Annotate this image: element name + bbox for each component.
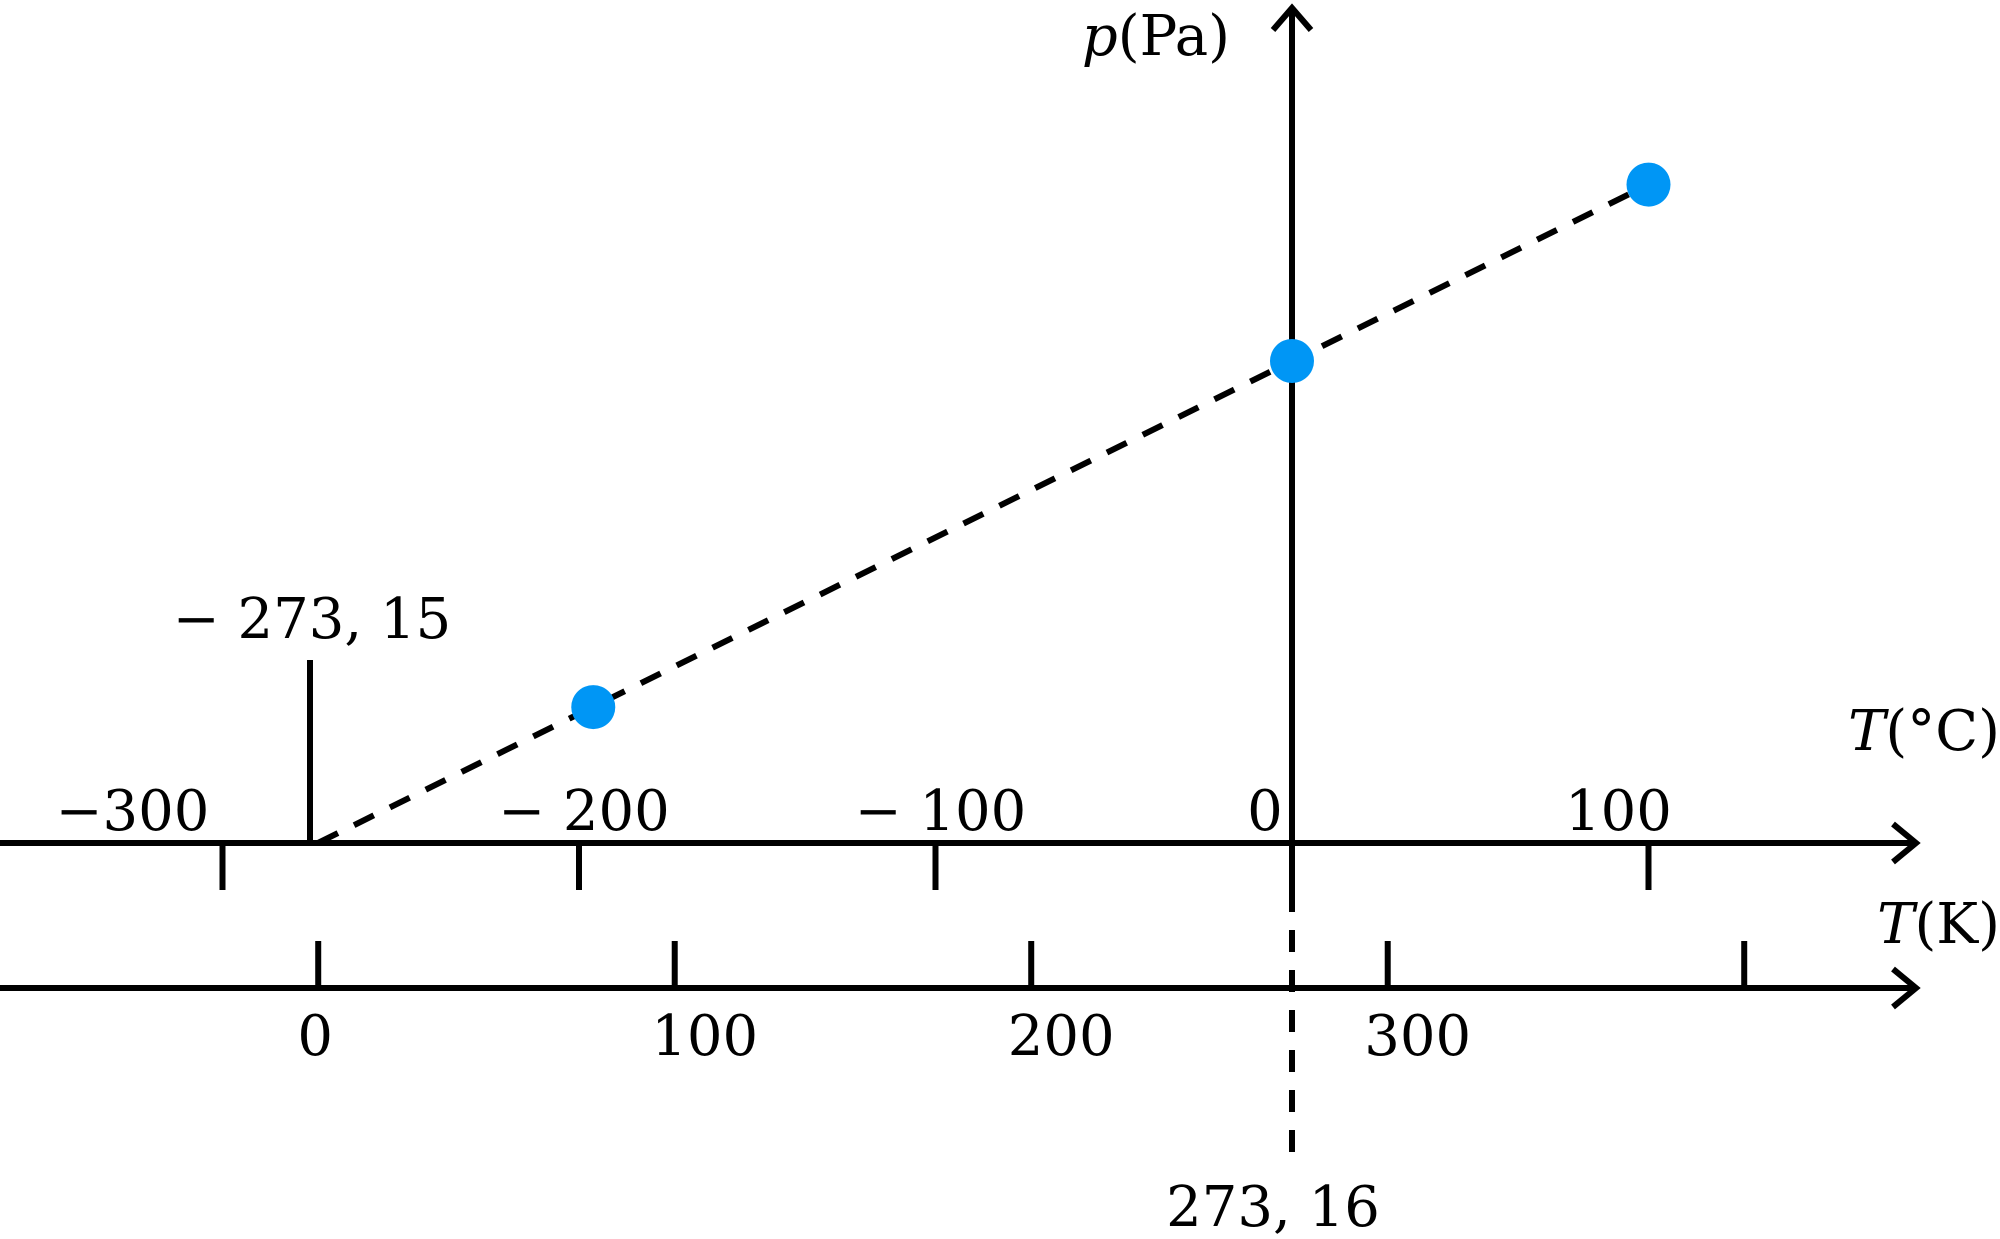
kelvin-axis-unit: K	[1936, 892, 1979, 957]
celsius-tick-label-1: − 200	[498, 779, 670, 844]
data-point-2	[1626, 162, 1671, 207]
kelvin-tick-label-0: 0	[297, 1004, 333, 1069]
celsius-axis-title: T(°C)	[1848, 699, 2000, 764]
celsius-axis-unit: °C	[1907, 699, 1978, 764]
dynamic-layer: −300 − 200 − 100 0 100 0 100 200 300	[56, 162, 1748, 1069]
pressure-axis-symbol: p	[1082, 4, 1118, 69]
celsius-tick-label-2: − 100	[855, 779, 1027, 844]
celsius-axis-symbol: T	[1848, 699, 1889, 764]
kelvin-tick-label-2: 200	[1008, 1004, 1115, 1069]
extrapolation-dash-line	[316, 181, 1650, 846]
pressure-axis-title: p(Pa)	[1082, 4, 1230, 69]
kelvin-axis-arrowhead	[1891, 966, 1921, 1010]
kelvin-tick-label-3: 300	[1364, 1004, 1471, 1069]
kelvin-tick-label-1: 100	[651, 1004, 758, 1069]
data-point-1	[1270, 339, 1314, 383]
celsius-tick-label-3: 0	[1247, 779, 1283, 844]
celsius-tick-label-4: 100	[1565, 779, 1672, 844]
absolute-zero-label: − 273, 15	[173, 587, 451, 652]
pressure-axis-arrowhead	[1270, 3, 1314, 32]
triple-point-label: 273, 16	[1166, 1175, 1380, 1239]
celsius-axis-arrowhead	[1891, 821, 1921, 865]
data-point-0	[571, 685, 616, 730]
pressure-axis-unit: Pa	[1140, 4, 1209, 69]
celsius-tick-label-0: −300	[56, 779, 210, 844]
kelvin-axis-title: T(K)	[1877, 892, 2000, 957]
kelvin-axis-symbol: T	[1877, 892, 1918, 957]
